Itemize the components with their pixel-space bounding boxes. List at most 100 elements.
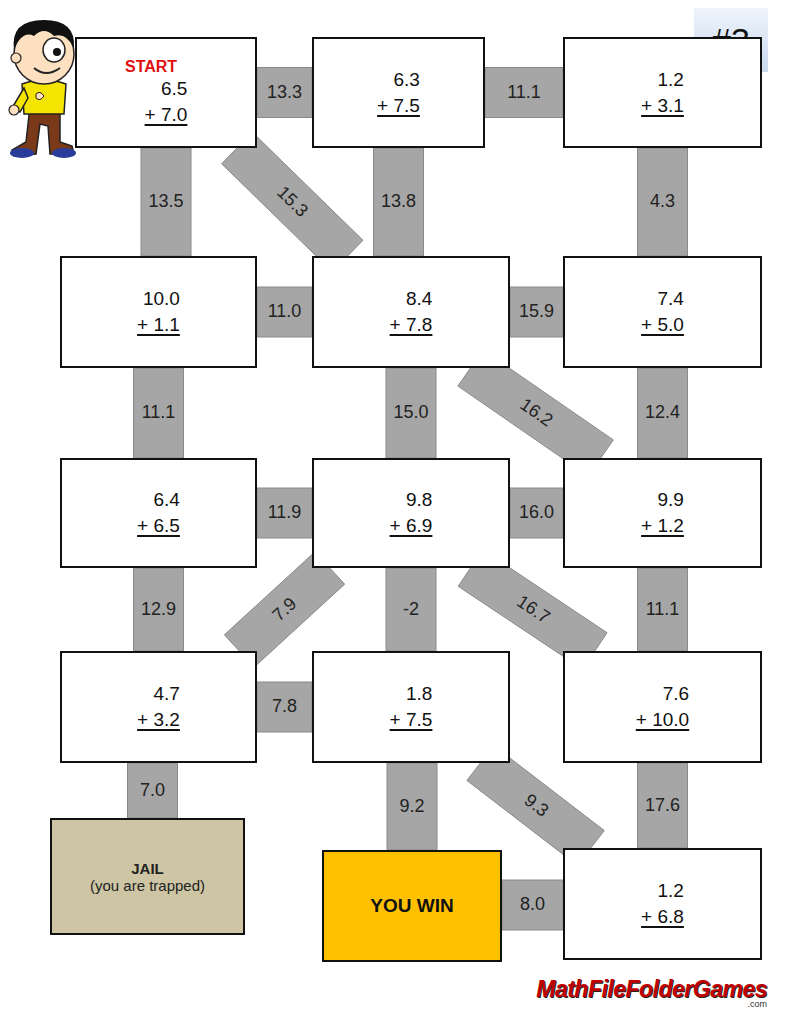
number: 6.3: [377, 67, 420, 93]
path-value: 11.9: [266, 503, 304, 523]
addend: + 5.0: [641, 312, 684, 338]
problem-box: 6.3+ 7.5: [312, 37, 485, 148]
path-value: 17.6: [643, 796, 682, 816]
path-value: 16.0: [517, 503, 556, 523]
jail-box: JAIL(you are trapped): [50, 818, 245, 935]
addition-problem: 7.6+ 10.0: [636, 681, 689, 732]
number: 6.4: [137, 487, 180, 513]
addition-problem: 4.7+ 3.2: [137, 681, 180, 732]
path-value: 15.9: [517, 302, 556, 322]
path-band: [374, 148, 424, 256]
path-value: 12.9: [139, 600, 178, 620]
addition-problem: 6.4+ 6.5: [137, 487, 180, 538]
addend: + 7.0: [145, 102, 188, 128]
addition-problem: 1.8+ 7.5: [390, 681, 433, 732]
box-title: JAIL: [131, 860, 164, 877]
brand-watermark: MathFileFolderGames.com: [536, 976, 767, 1009]
path-band: [638, 763, 688, 848]
path-value: 11.1: [140, 403, 178, 423]
path-value: 15.0: [391, 403, 430, 423]
path-value: 11.1: [644, 600, 682, 620]
number: 1.8: [390, 681, 433, 707]
path-band: [134, 368, 184, 458]
addend: + 6.5: [137, 513, 180, 539]
problem-box: 1.2+ 6.8: [563, 848, 762, 960]
addend: + 6.8: [641, 904, 684, 930]
path-band: [257, 488, 312, 538]
path-band: [257, 682, 312, 732]
path-band: [510, 287, 563, 337]
path-band: [502, 880, 563, 930]
path-value: 7.0: [138, 781, 167, 801]
path-band: [386, 568, 436, 651]
addend: + 7.5: [377, 93, 420, 119]
path-band: [638, 148, 688, 256]
start-box: START6.5+ 7.0: [75, 37, 257, 148]
path-band: [257, 68, 312, 118]
number: 9.9: [641, 487, 684, 513]
path-band: [257, 287, 312, 337]
cartoon-boy: [0, 14, 86, 160]
box-note: (you are trapped): [90, 877, 205, 894]
problem-box: 4.7+ 3.2: [60, 651, 257, 763]
brand-suffix: .com: [536, 999, 767, 1009]
addend: + 7.5: [390, 707, 433, 733]
addition-problem: 7.4+ 5.0: [641, 286, 684, 337]
number: 1.2: [641, 878, 684, 904]
addend: + 1.1: [137, 312, 180, 338]
path-band: [128, 763, 178, 818]
path-value: 8.0: [518, 895, 547, 915]
start-label: START: [125, 58, 177, 76]
number: 7.6: [636, 681, 689, 707]
addition-problem: 6.5+ 7.0: [145, 76, 188, 127]
path-band: [141, 148, 191, 256]
path-band: [510, 488, 563, 538]
path-value: 7.8: [270, 697, 299, 717]
addition-problem: 10.0+ 1.1: [137, 286, 180, 337]
addition-problem: 1.2+ 3.1: [641, 67, 684, 118]
addend: + 3.2: [137, 707, 180, 733]
problem-box: 7.6+ 10.0: [563, 651, 762, 763]
path-band: [387, 763, 437, 850]
problem-box: 9.9+ 1.2: [563, 458, 762, 568]
path-band: [134, 568, 184, 651]
path-value: 13.5: [146, 192, 185, 212]
path-band: [386, 368, 436, 458]
addend: + 3.1: [641, 93, 684, 119]
path-band: [638, 368, 688, 458]
number: 10.0: [137, 286, 180, 312]
number: 1.2: [641, 67, 684, 93]
addition-problem: 9.8+ 6.9: [390, 487, 433, 538]
path-band: [222, 132, 363, 271]
problem-box: 6.4+ 6.5: [60, 458, 257, 568]
addition-problem: 1.2+ 6.8: [641, 878, 684, 929]
problem-box: 1.8+ 7.5: [312, 651, 510, 763]
box-title: YOU WIN: [370, 895, 453, 917]
addition-problem: 9.9+ 1.2: [641, 487, 684, 538]
path-value: 13.8: [379, 192, 418, 212]
addition-problem: 8.4+ 7.8: [390, 286, 433, 337]
number: 4.7: [137, 681, 180, 707]
addend: + 1.2: [641, 513, 684, 539]
path-value: 9.2: [397, 797, 426, 817]
path-band: [224, 552, 344, 667]
path-value: 13.3: [265, 83, 304, 103]
addition-problem: 6.3+ 7.5: [377, 67, 420, 118]
path-band: [485, 68, 563, 118]
path-band: [638, 568, 688, 651]
brand-name: MathFileFolderGames: [536, 976, 767, 1003]
path-value: -2: [401, 600, 421, 620]
addend: + 7.8: [390, 312, 433, 338]
addend: + 10.0: [636, 707, 689, 733]
problem-box: 10.0+ 1.1: [60, 256, 257, 368]
number: 8.4: [390, 286, 433, 312]
path-value: 12.4: [643, 403, 682, 423]
number: 9.8: [390, 487, 433, 513]
addend: + 6.9: [390, 513, 433, 539]
goal-box: YOU WIN: [322, 850, 502, 962]
number: 7.4: [641, 286, 684, 312]
problem-box: 9.8+ 6.9: [312, 458, 510, 568]
problem-box: 8.4+ 7.8: [312, 256, 510, 368]
path-value: 11.0: [266, 302, 304, 322]
